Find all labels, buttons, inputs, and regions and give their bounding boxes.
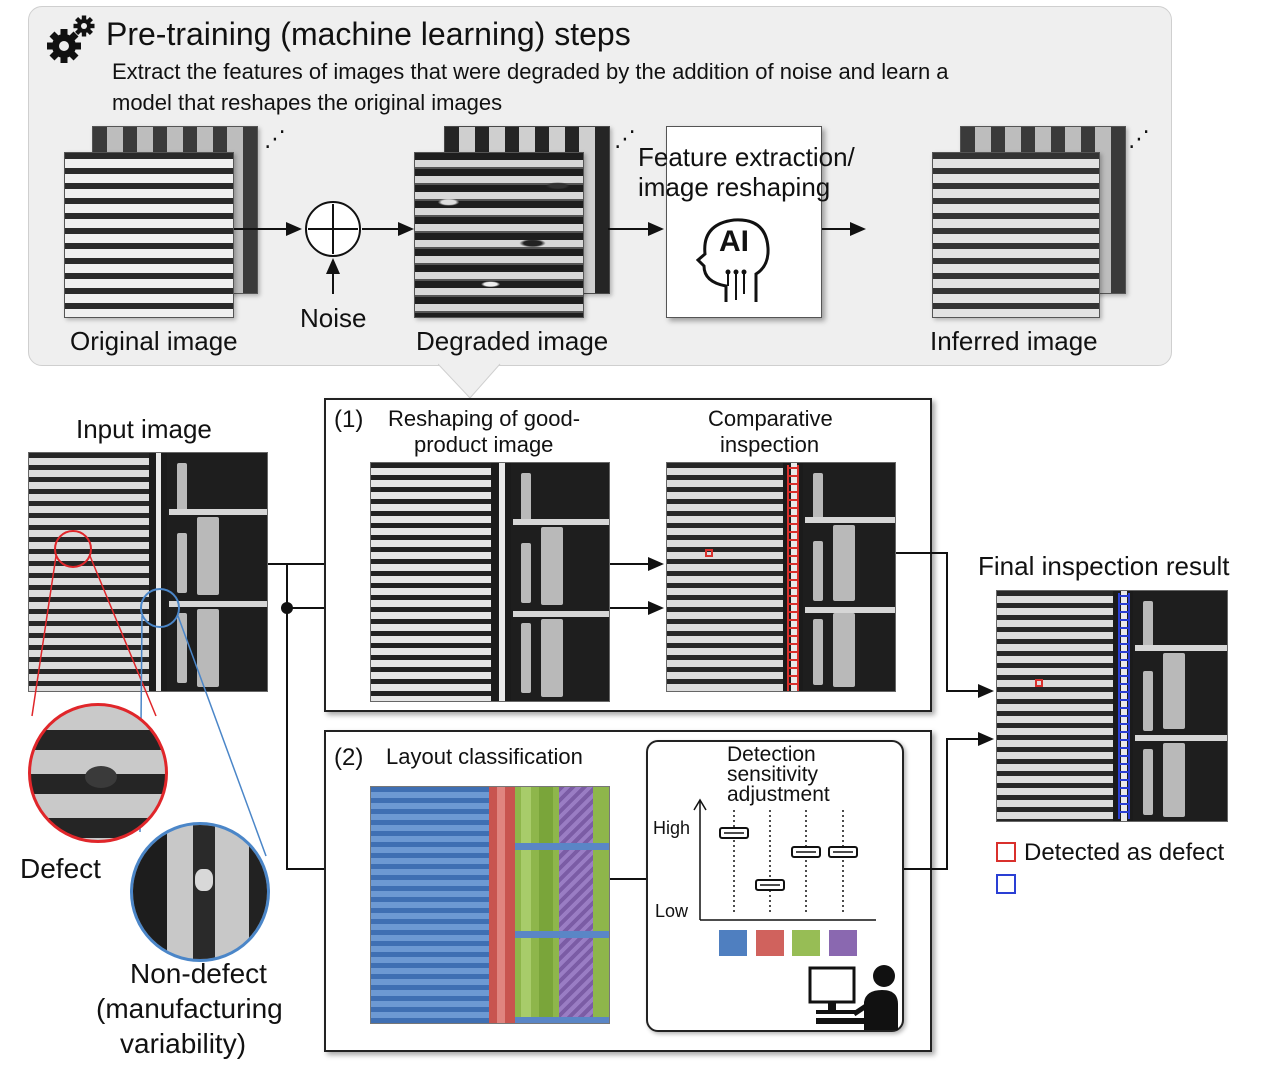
feature-extraction-label-line2: image reshaping xyxy=(638,172,831,202)
low-label: Low xyxy=(655,901,689,921)
noise-arrow-head xyxy=(326,258,340,274)
input-image-title: Input image xyxy=(76,414,212,444)
flow-line xyxy=(610,607,650,609)
arrow-line xyxy=(822,228,852,230)
arrow-head xyxy=(850,222,866,236)
degraded-image-label: Degraded image xyxy=(416,326,609,356)
arrow-head xyxy=(978,684,994,698)
pretraining-description-line1: Extract the features of images that were… xyxy=(112,59,949,84)
nondefect-zoom xyxy=(130,822,270,962)
junction-dot xyxy=(281,602,293,614)
nondefect-label-line3: variability) xyxy=(120,1028,247,1059)
degraded-image xyxy=(414,152,584,318)
noise-label: Noise xyxy=(300,303,367,333)
layout-classification-image xyxy=(370,786,610,1024)
panel1-number: (1) xyxy=(334,406,364,433)
nondefect-label-line1: Non-defect xyxy=(130,958,267,989)
flow-line xyxy=(268,563,352,565)
ai-label: AI xyxy=(719,225,749,258)
non-defect-detection-column xyxy=(1118,593,1130,819)
arrow-line xyxy=(234,228,288,230)
detection-column xyxy=(787,465,799,691)
nondefect-marker xyxy=(140,588,180,628)
defect-detection-box xyxy=(705,549,713,557)
defect-marker xyxy=(54,530,92,568)
arrow-line xyxy=(362,228,400,230)
reshape-label-line2: product image xyxy=(414,432,554,457)
layout-color-swatch-green xyxy=(792,930,820,956)
flow-line xyxy=(946,738,980,740)
flow-line xyxy=(946,690,980,692)
defect-detection-box xyxy=(1035,679,1043,687)
original-image xyxy=(64,152,234,318)
reshape-label-line1: Reshaping of good- xyxy=(388,406,581,431)
arrow-line xyxy=(608,228,652,230)
inferred-image xyxy=(932,152,1100,318)
sensitivity-sliders xyxy=(693,798,876,921)
flow-line xyxy=(946,738,948,870)
high-label: High xyxy=(653,818,691,838)
noise-arrow-line xyxy=(332,272,334,294)
layout-classification-title: Layout classification xyxy=(386,744,583,769)
legend-defect-square xyxy=(996,842,1016,862)
defect-label: Defect xyxy=(20,853,101,884)
flow-line xyxy=(896,552,948,554)
flow-line xyxy=(286,563,288,869)
compare-label-line2: inspection xyxy=(720,432,820,457)
arrow-head xyxy=(648,557,664,571)
arrow-head xyxy=(398,222,414,236)
layout-color-swatch-purple xyxy=(829,930,857,956)
feature-extraction-label-line1: Feature extraction/ xyxy=(638,142,855,172)
panel2-number: (2) xyxy=(334,744,364,771)
layout-color-swatch-red xyxy=(756,930,784,956)
gears-icon xyxy=(47,15,95,63)
sensitivity-label-line1: Detection xyxy=(727,743,816,766)
reshaped-good-product-image xyxy=(370,462,610,702)
add-noise-icon xyxy=(305,201,361,257)
original-image-label: Original image xyxy=(70,326,238,356)
ai-head-icon xyxy=(696,218,770,302)
arrow-head xyxy=(286,222,302,236)
flow-line xyxy=(286,868,352,870)
pretraining-description-line2: model that reshapes the original images xyxy=(112,90,503,115)
legend-defect-label: Detected as defect xyxy=(1024,839,1225,866)
degraded-ellipsis: ⋰ xyxy=(614,126,636,151)
flow-line xyxy=(610,878,658,880)
inferred-ellipsis: ⋰ xyxy=(1128,126,1150,151)
legend-other-square xyxy=(996,874,1016,894)
input-image xyxy=(28,452,268,692)
arrow-head xyxy=(648,601,664,615)
final-result-title: Final inspection result xyxy=(978,551,1230,581)
layout-region-lines xyxy=(371,787,489,1023)
original-ellipsis: ⋰ xyxy=(264,126,286,151)
arrow-head xyxy=(648,222,664,236)
flow-line xyxy=(904,868,948,870)
flow-line xyxy=(286,607,352,609)
final-result-image xyxy=(996,590,1228,822)
flow-line xyxy=(610,563,650,565)
layout-region-chevrons xyxy=(559,787,593,1023)
compare-label-line1: Comparative xyxy=(708,406,833,431)
defect-zoom xyxy=(28,703,168,843)
nondefect-label-line2: (manufacturing xyxy=(96,993,283,1024)
operator-computer-icon xyxy=(808,965,898,1030)
layout-color-swatch-blue xyxy=(719,930,747,956)
sensitivity-label-line2: sensitivity xyxy=(727,763,819,786)
inferred-image-label: Inferred image xyxy=(930,326,1098,356)
comparative-inspection-image xyxy=(666,462,896,692)
pretraining-title: Pre-training (machine learning) steps xyxy=(106,16,631,52)
arrow-head xyxy=(978,732,994,746)
flow-line xyxy=(946,552,948,692)
sensitivity-label-line3: adjustment xyxy=(727,783,830,806)
